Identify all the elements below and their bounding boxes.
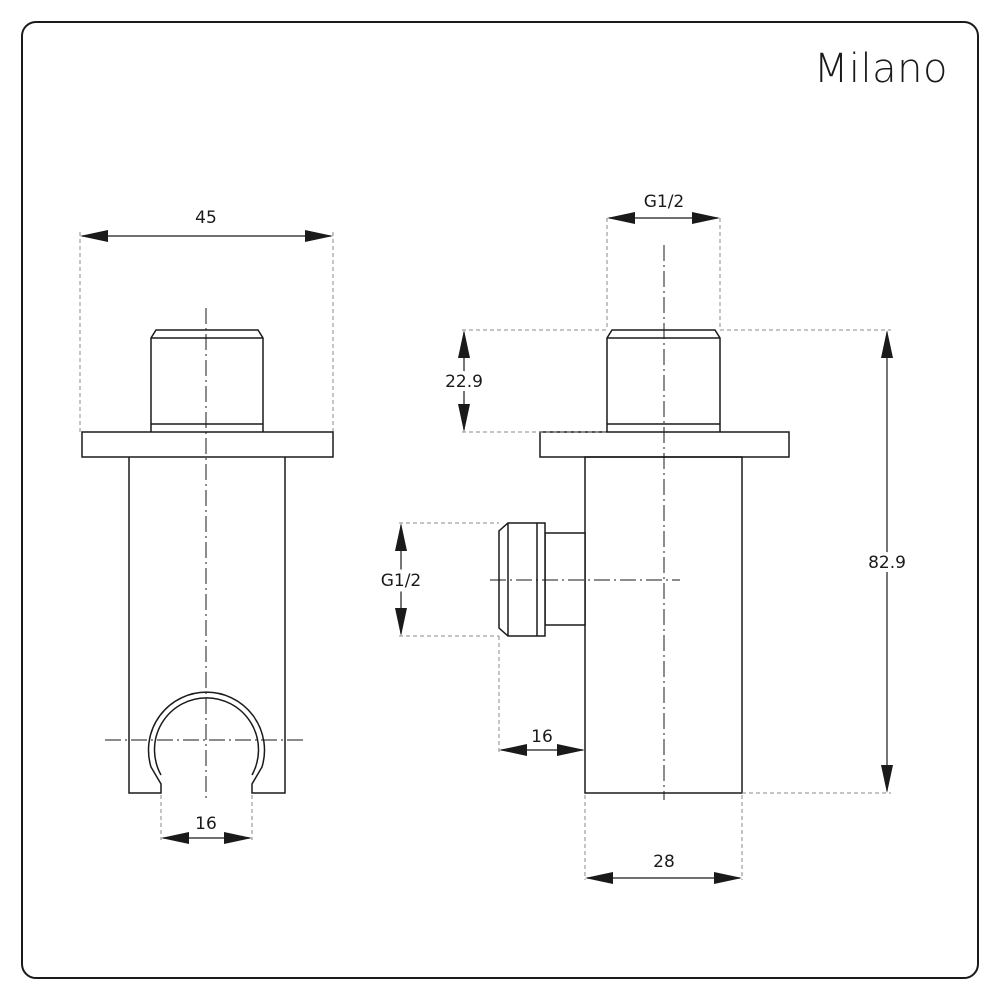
side-view: G1/2 22.9 G1/2 bbox=[377, 192, 910, 884]
brand-logo: Milano bbox=[814, 46, 948, 92]
front-slot-label: 16 bbox=[195, 814, 217, 834]
total-height-label: 82.9 bbox=[868, 553, 906, 573]
side-outlet-pipe bbox=[544, 532, 586, 626]
front-thread-nipple bbox=[150, 329, 264, 432]
front-flange bbox=[81, 431, 334, 458]
top-thread-height-label: 22.9 bbox=[445, 372, 483, 392]
body-width-label: 28 bbox=[653, 852, 675, 872]
front-view: 45 16 bbox=[79, 208, 334, 844]
top-thread-label: G1/2 bbox=[644, 192, 685, 212]
side-thread-label: G1/2 bbox=[381, 571, 422, 591]
front-width-label: 45 bbox=[195, 208, 217, 228]
drawing-frame bbox=[21, 21, 979, 979]
outlet-length-label: 16 bbox=[531, 727, 553, 747]
